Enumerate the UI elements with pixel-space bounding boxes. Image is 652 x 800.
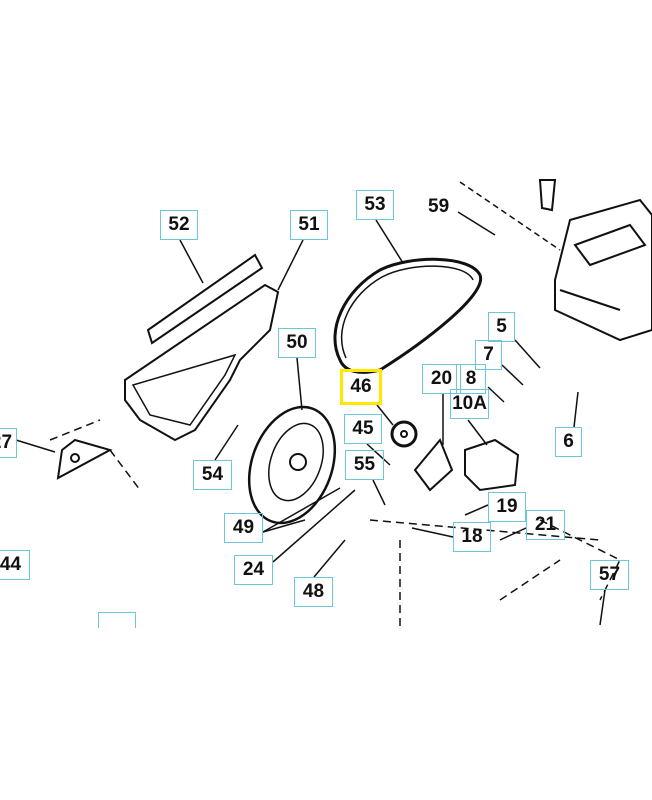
callout-clipped xyxy=(98,612,136,628)
callout-52[interactable]: 52 xyxy=(160,210,198,240)
callout-49[interactable]: 49 xyxy=(224,513,263,543)
callout-46-highlighted[interactable]: 46 xyxy=(340,369,382,405)
callout-27[interactable]: 27 xyxy=(0,428,17,458)
belt-guard-strip xyxy=(146,253,264,345)
callout-57[interactable]: 57 xyxy=(590,560,629,590)
callout-51[interactable]: 51 xyxy=(290,210,328,240)
bracket xyxy=(413,438,454,492)
callout-20[interactable]: 20 xyxy=(422,364,461,394)
callout-6[interactable]: 6 xyxy=(555,427,582,457)
callout-54[interactable]: 54 xyxy=(193,460,232,490)
engine xyxy=(554,198,652,342)
callout-19[interactable]: 19 xyxy=(488,492,526,522)
callout-45[interactable]: 45 xyxy=(344,414,382,444)
callout-18[interactable]: 18 xyxy=(453,522,491,552)
callout-50[interactable]: 50 xyxy=(278,328,316,358)
callout-44[interactable]: 44 xyxy=(0,550,30,580)
v-belt xyxy=(333,257,483,374)
callout-53[interactable]: 53 xyxy=(356,190,394,220)
block xyxy=(464,438,520,492)
callout-55[interactable]: 55 xyxy=(345,450,384,480)
pulley xyxy=(247,405,337,525)
plate xyxy=(56,438,113,480)
callout-10a[interactable]: 10A xyxy=(450,389,489,419)
callout-24[interactable]: 24 xyxy=(234,555,273,585)
callout-5[interactable]: 5 xyxy=(488,312,515,342)
callout-21[interactable]: 21 xyxy=(526,510,565,540)
callout-8[interactable]: 8 xyxy=(456,364,486,394)
callout-7[interactable]: 7 xyxy=(475,340,502,370)
belt-guard xyxy=(124,283,280,442)
callout-48[interactable]: 48 xyxy=(294,577,333,607)
idler-pulley xyxy=(390,420,418,448)
callout-59[interactable]: 59 xyxy=(428,196,450,217)
